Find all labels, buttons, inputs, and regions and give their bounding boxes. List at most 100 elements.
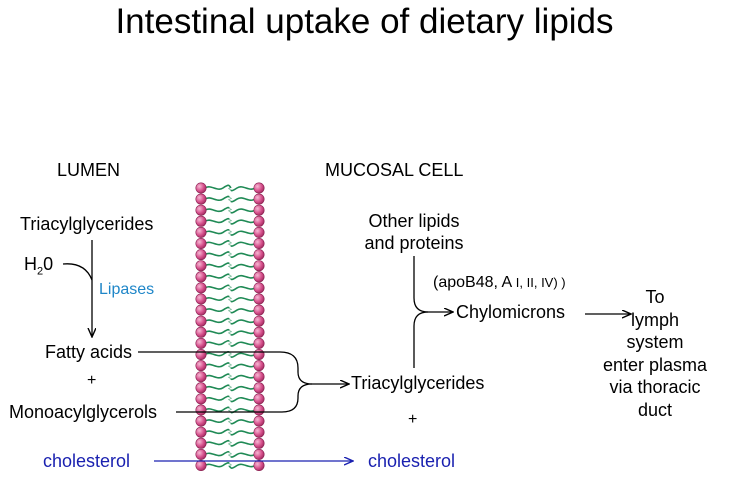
lipid-tail	[204, 273, 232, 279]
lipid-head	[195, 215, 207, 227]
lipid-tail	[228, 463, 256, 469]
lipid-tail	[204, 206, 232, 213]
lipid-head	[195, 448, 207, 460]
lipid-tail	[228, 319, 256, 325]
lipid-head	[195, 348, 207, 360]
fatty-acids-label: Fatty acids	[45, 342, 133, 362]
lipid-tail	[228, 363, 256, 370]
lipid-tail	[204, 251, 232, 257]
lipid-head	[195, 204, 207, 216]
mucosal-cell-label: MUCOSAL CELL	[325, 160, 464, 180]
lipid-head	[253, 193, 265, 205]
lipid-head	[253, 293, 265, 305]
lipid-head	[253, 360, 265, 372]
lipid-tail	[204, 439, 232, 446]
lipid-head	[253, 459, 265, 471]
triacylglycerides-lumen-label: Triacylglycerides	[20, 214, 154, 234]
lipid-head	[253, 448, 265, 460]
lipid-tail	[204, 339, 232, 346]
monoacylglycerols-label: Monoacylglycerols	[9, 402, 158, 422]
lipid-tail	[204, 228, 232, 235]
triacylglycerides-up-line	[413, 311, 429, 368]
lipid-tail	[228, 230, 256, 236]
lipid-head	[253, 238, 265, 250]
lipid-head	[253, 282, 265, 294]
lipid-tail	[204, 262, 232, 268]
lipid-head	[253, 271, 265, 283]
lipid-bilayer-membrane	[195, 182, 265, 471]
apolipoproteins-label: (apoB48, A I, II, IV) )	[433, 274, 566, 291]
lipid-head	[253, 415, 265, 427]
lipid-head	[195, 293, 207, 305]
other-lipids-line	[413, 256, 429, 313]
lipid-tail	[228, 197, 256, 203]
lipid-tail	[228, 430, 256, 436]
lipid-head	[195, 459, 207, 471]
lipid-head	[195, 415, 207, 427]
lipid-tail	[204, 395, 232, 401]
monoacylglycerols-transport-line	[176, 383, 313, 413]
lipid-tail	[204, 195, 232, 202]
lipid-head	[253, 337, 265, 349]
lipid-head	[195, 182, 207, 194]
lipid-tail	[204, 406, 232, 412]
lipid-tail	[204, 362, 232, 368]
lipid-tail	[204, 328, 232, 335]
lipid-head	[195, 271, 207, 283]
lipid-head	[253, 326, 265, 338]
lipid-tail	[228, 241, 256, 247]
lipid-tail	[228, 308, 256, 314]
triacylglycerides-cell-label: Triacylglycerides	[351, 373, 485, 393]
lipid-tail	[228, 274, 256, 281]
lipid-tail	[204, 462, 232, 468]
lipid-tail	[204, 450, 232, 457]
lipid-head	[253, 215, 265, 227]
lipid-tail	[228, 419, 256, 425]
lipid-tail	[228, 352, 256, 358]
lipid-head	[195, 249, 207, 261]
lipid-tail	[204, 417, 232, 424]
lipid-head	[253, 304, 265, 316]
lipid-tail	[228, 452, 256, 458]
other-lipids-label: Other lipids and proteins	[364, 211, 464, 253]
lipid-tail	[228, 341, 256, 347]
lipid-head	[195, 337, 207, 349]
lipid-tail	[204, 284, 232, 290]
slide-title: Intestinal uptake of dietary lipids	[115, 2, 614, 41]
lipid-tail	[204, 306, 232, 313]
lipid-tail	[228, 208, 256, 214]
lipid-head	[195, 304, 207, 316]
lipid-tail	[204, 428, 232, 435]
lipid-head	[253, 260, 265, 272]
lipases-label: Lipases	[99, 281, 155, 298]
lipid-tail	[228, 285, 256, 292]
lipid-tail	[228, 330, 256, 336]
lipid-head	[195, 437, 207, 449]
water-label: H20	[24, 254, 54, 278]
lipid-tail	[228, 252, 256, 259]
lipid-head	[195, 426, 207, 438]
lipid-tail	[204, 184, 232, 190]
lipid-tail	[204, 317, 232, 324]
lipid-head	[253, 371, 265, 383]
plus-sign-lumen: +	[87, 372, 97, 389]
lumen-label: LUMEN	[57, 160, 121, 180]
destination-line: lymph	[630, 309, 679, 330]
destination-line: To	[645, 287, 665, 307]
lipid-head	[195, 360, 207, 372]
lipid-head	[195, 371, 207, 383]
lipid-head	[253, 204, 265, 216]
lipid-tail	[204, 384, 232, 390]
lipid-head	[253, 182, 265, 194]
lipid-tail	[204, 295, 232, 301]
lipid-head	[195, 315, 207, 327]
lipid-tail	[204, 240, 232, 246]
lipid-tail	[228, 396, 256, 403]
cholesterol-lumen-label: cholesterol	[43, 451, 131, 471]
lipid-head	[195, 260, 207, 272]
lipid-head	[195, 226, 207, 238]
lipid-head	[253, 393, 265, 405]
lipid-head	[195, 193, 207, 205]
lipid-head	[253, 404, 265, 416]
